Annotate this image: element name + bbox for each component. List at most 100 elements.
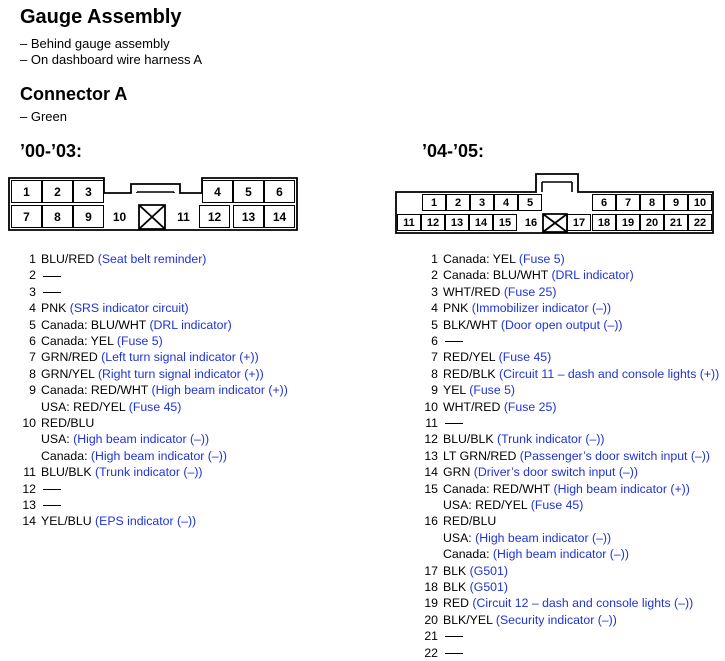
wire-color: BLK/WHT	[443, 317, 498, 332]
connector-pin-7: 7	[11, 205, 42, 228]
circuit-description: (Left turn signal indicator (+))	[101, 350, 259, 365]
connector-pin-15: 15	[493, 214, 517, 231]
wire-color: Canada: RED/WHT	[41, 383, 149, 398]
connector-pin-6: 6	[592, 194, 616, 211]
pin-number: 22	[424, 645, 438, 660]
wire-color: PNK	[443, 301, 469, 316]
circuit-description: (Fuse 25)	[503, 284, 557, 299]
circuit-description: (Immobilizer indicator (–))	[471, 301, 612, 316]
connector-pin-8: 8	[640, 194, 664, 211]
wire-color: USA:	[41, 432, 70, 447]
pin-number: 3	[29, 284, 36, 299]
connector-key-mark	[138, 204, 166, 230]
pin-number: 1	[431, 252, 438, 266]
pin-number: 5	[431, 317, 438, 332]
pin-subline: USA: RED/YEL (Fuse 45)	[16, 399, 181, 415]
wire-color: BLU/BLK	[443, 432, 494, 447]
wire-color: Canada: BLU/WHT	[41, 317, 147, 332]
connector-pin-10: 10	[688, 194, 712, 211]
connector-pin-11: 11	[177, 209, 190, 224]
circuit-description: (High beam indicator (–))	[492, 547, 629, 562]
unused-pin-dash	[445, 423, 463, 425]
connector-pin-9: 9	[664, 194, 688, 211]
pin-number: 9	[29, 383, 36, 398]
circuit-description: (SRS indicator circuit)	[69, 301, 189, 316]
pin-row-6: 6	[418, 333, 463, 349]
pin-subline: Canada: (High beam indicator (–))	[418, 546, 629, 562]
wire-color: YEL	[443, 383, 466, 398]
connector-pin-14: 14	[469, 214, 493, 231]
pin-number: 6	[431, 334, 438, 348]
circuit-description: (Fuse 25)	[503, 399, 557, 414]
circuit-description: (Right turn signal indicator (+))	[97, 366, 264, 381]
wire-color: Canada: YEL	[443, 252, 516, 266]
wire-color: YEL/BLU	[41, 514, 92, 529]
pin-number: 2	[431, 268, 438, 283]
pin-number: 15	[424, 481, 438, 496]
circuit-description: (Fuse 5)	[518, 252, 565, 266]
wire-color: GRN/RED	[41, 350, 98, 365]
wire-color: RED/BLK	[443, 366, 496, 381]
circuit-description: (G501)	[469, 563, 508, 578]
wire-color: GRN/YEL	[41, 366, 95, 381]
wire-color: Canada: RED/WHT	[443, 481, 551, 496]
wire-color: Canada: BLU/WHT	[443, 268, 549, 283]
circuit-description: (Circuit 12 – dash and console lights (–…	[472, 596, 694, 611]
unused-pin-dash	[43, 275, 61, 277]
pin-number: 2	[29, 268, 36, 283]
connector-pin-12: 12	[199, 205, 230, 228]
connector-color-note: – Green	[20, 109, 67, 124]
circuit-description: (Security indicator (–))	[495, 612, 617, 627]
pin-subline: USA: RED/YEL (Fuse 45)	[418, 497, 583, 513]
connector-pin-5: 5	[518, 194, 542, 211]
pin-number: 19	[424, 596, 438, 611]
pin-number: 12	[22, 481, 36, 496]
connector-pin-2: 2	[42, 180, 73, 203]
wire-color: Canada:	[41, 448, 88, 463]
wire-color: BLU/RED	[41, 252, 95, 266]
wire-color: BLK/YEL	[443, 612, 493, 627]
pin-number: 4	[431, 301, 438, 316]
connector-pin-2: 2	[446, 194, 470, 211]
connector-pin-3: 3	[73, 180, 104, 203]
circuit-description: (High beam indicator (–))	[90, 448, 227, 463]
pin-number: 4	[29, 301, 36, 316]
circuit-description: (Fuse 45)	[128, 399, 182, 414]
circuit-description: (Fuse 45)	[498, 350, 552, 365]
connector-pin-14: 14	[264, 205, 295, 228]
wire-color: WHT/RED	[443, 399, 501, 414]
pin-row-19: 19 RED (Circuit 12 – dash and console lig…	[418, 595, 693, 611]
connector-pin-1: 1	[11, 180, 42, 203]
circuit-description: (G501)	[469, 580, 508, 594]
circuit-description: (Seat belt reminder)	[97, 252, 207, 266]
wire-color: RED	[443, 596, 469, 611]
circuit-description: (Trunk indicator (–))	[497, 432, 605, 447]
wire-color: LT GRN/RED	[443, 448, 517, 463]
connector-pin-4: 4	[202, 180, 233, 203]
pin-number: 7	[29, 350, 36, 365]
connector-pin-13: 13	[233, 205, 264, 228]
pin-number: 12	[424, 432, 438, 447]
wire-color: RED/YEL	[443, 350, 496, 365]
pin-row-13: 13	[16, 497, 61, 513]
pin-number: 9	[431, 383, 438, 398]
wire-color: PNK	[41, 301, 67, 316]
pin-row-12: 12 BLU/BLK (Trunk indicator (–))	[418, 431, 605, 447]
circuit-description: (Fuse 5)	[116, 334, 163, 348]
unused-pin-dash	[445, 341, 463, 343]
